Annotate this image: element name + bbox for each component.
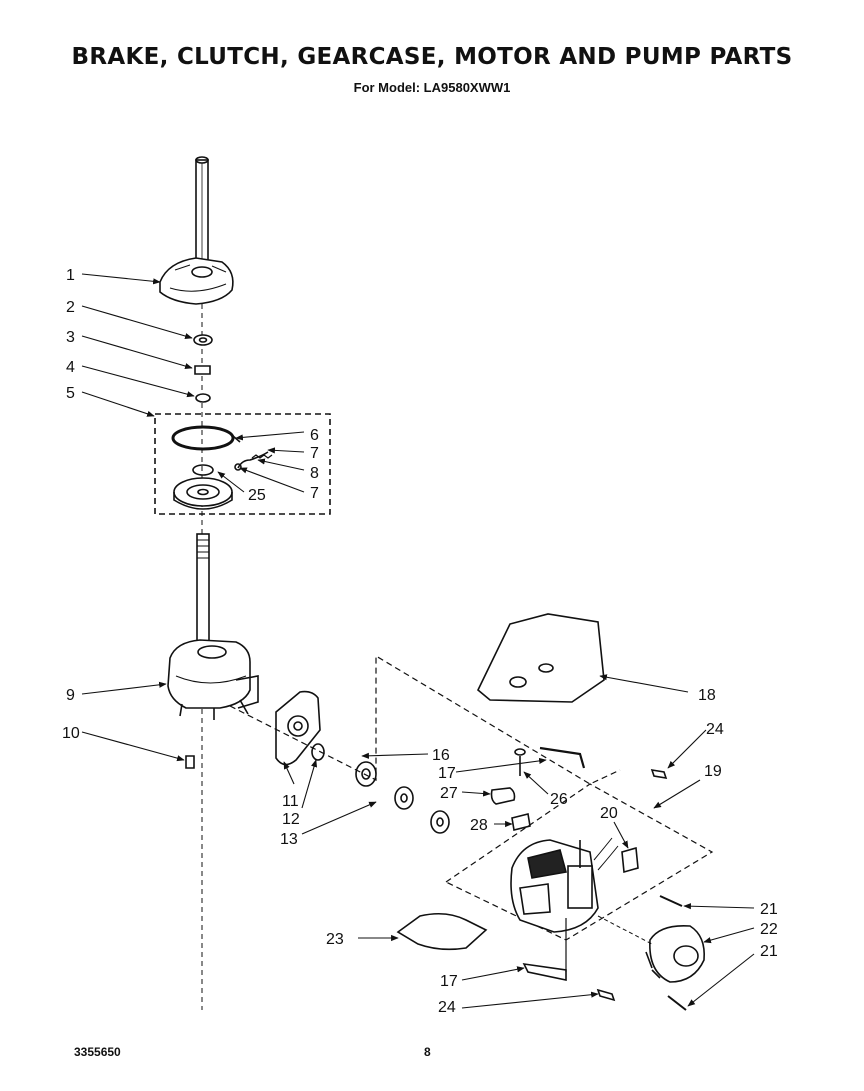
brake-cam-part: [159, 257, 234, 305]
callout-7b: 7: [310, 485, 319, 502]
callout-4: 4: [66, 359, 75, 376]
pad-part: [396, 912, 488, 951]
capacitor-part: [490, 748, 526, 805]
callout-12: 12: [282, 811, 300, 828]
bracket-part-top: [539, 746, 586, 769]
callout-23: 23: [326, 931, 344, 948]
callout-10: 10: [62, 725, 80, 742]
callout-labels: 1 2 3 4 5 6 7 8 7 25 9 10 16 17 27 26 28…: [62, 267, 778, 1016]
bracket-part-bottom: [522, 962, 567, 981]
pin-and-spring-parts: [234, 451, 273, 471]
model-subtitle: For Model: LA9580XWW1: [353, 80, 511, 95]
callout-1: 1: [66, 267, 75, 284]
bolt-part-12: [311, 743, 325, 761]
page-number: 8: [424, 1045, 431, 1059]
agitator-shaft-top: [195, 156, 209, 273]
bolt-part-10: [185, 755, 195, 769]
brake-assembly-box: [154, 413, 331, 515]
callout-19: 19: [704, 763, 722, 780]
callout-24a: 24: [706, 721, 724, 738]
callout-2: 2: [66, 299, 75, 316]
callout-20: 20: [600, 805, 618, 822]
callout-28: 28: [470, 817, 488, 834]
callout-17b: 17: [440, 973, 458, 990]
motor-switch-part: [593, 837, 639, 874]
spline-shaft: [196, 533, 210, 653]
callout-21b: 21: [760, 943, 778, 960]
callout-16: 16: [432, 747, 450, 764]
belt-guard-plate: [477, 613, 605, 703]
screw-parts: [596, 768, 668, 1002]
gearcase-part: [167, 639, 259, 720]
callout-6: 6: [310, 427, 319, 444]
callout-17a: 17: [438, 765, 456, 782]
page-title: BRAKE, CLUTCH, GEARCASE, MOTOR AND PUMP …: [71, 44, 793, 70]
washer-parts: [193, 334, 213, 403]
callout-13: 13: [280, 831, 298, 848]
callout-11: 11: [282, 793, 299, 810]
callout-26: 26: [550, 791, 568, 808]
brake-spring-ring: [171, 425, 241, 451]
callout-21a: 21: [760, 901, 778, 918]
callout-25: 25: [248, 487, 266, 504]
pump-part: [597, 915, 706, 983]
motor-part: [510, 839, 599, 933]
document-number: 3355650: [74, 1045, 121, 1059]
brake-rotor: [173, 464, 233, 510]
callout-7a: 7: [310, 445, 319, 462]
callout-5: 5: [66, 385, 75, 402]
mounting-plate: [275, 690, 321, 766]
pump-clip-parts: [659, 895, 687, 1011]
callout-27: 27: [440, 785, 458, 802]
callout-18: 18: [698, 687, 716, 704]
callout-3: 3: [66, 329, 75, 346]
callout-8: 8: [310, 465, 319, 482]
callout-9: 9: [66, 687, 75, 704]
leader-lines: [81, 273, 755, 1009]
callout-24b: 24: [438, 999, 456, 1016]
callout-22: 22: [760, 921, 778, 938]
drive-frame-outline: [229, 654, 714, 941]
coupling-parts: [355, 761, 450, 834]
clip-part-28: [511, 813, 531, 831]
